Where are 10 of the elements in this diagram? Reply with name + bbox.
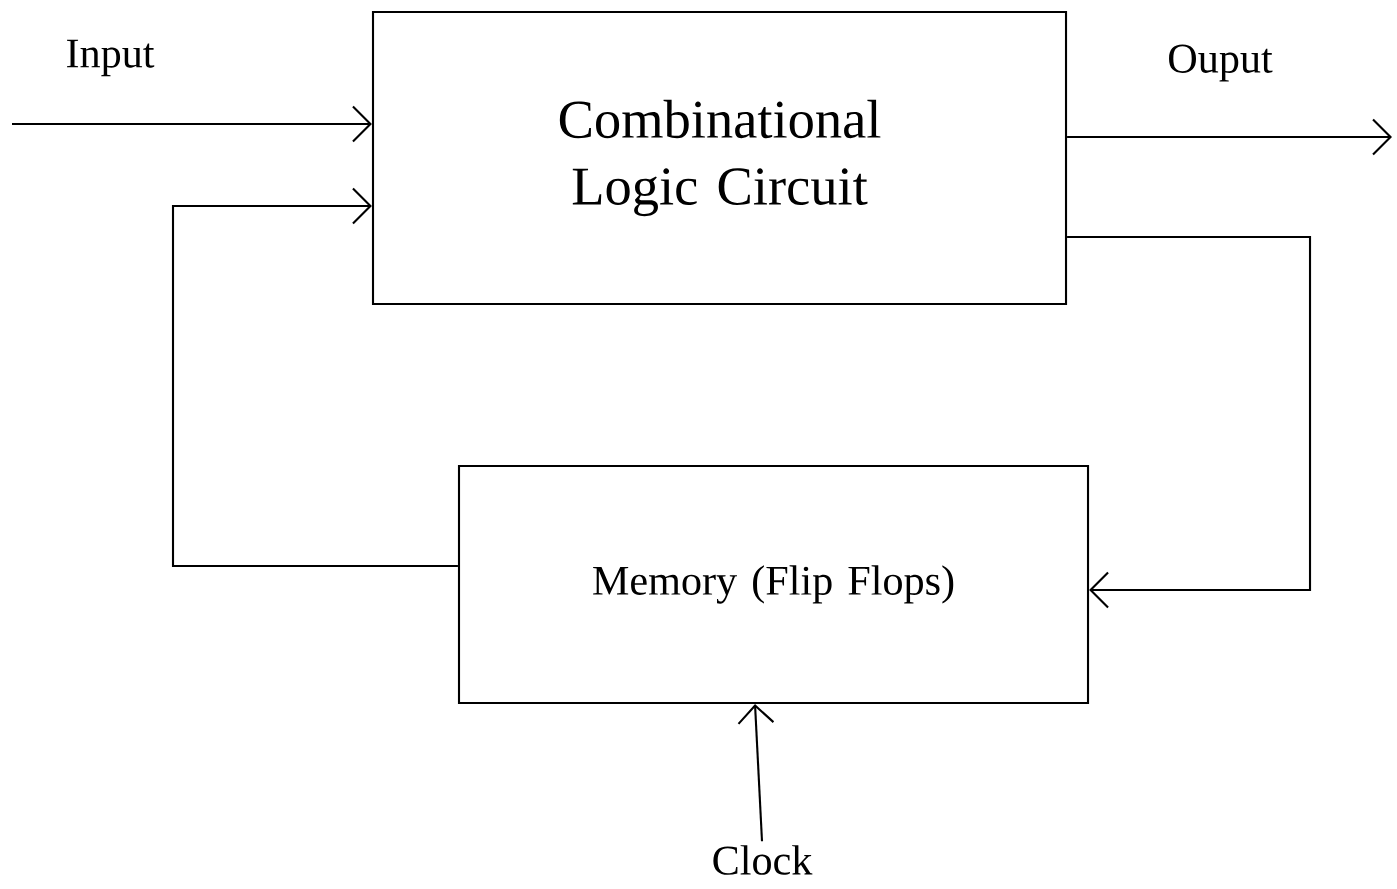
edge-label: Ouput: [1163, 41, 1277, 85]
arrow: [1067, 235, 1312, 609]
arrow: [12, 105, 372, 143]
logic-box: Combinational Logic Circuit: [371, 10, 1068, 306]
arrow: [737, 704, 775, 842]
arrow: [171, 187, 458, 568]
memory-box: Memory (Flip Flops): [457, 464, 1090, 705]
arrow: [1067, 118, 1392, 156]
input-label: Clock: [713, 845, 813, 875]
edge-label: Input: [61, 36, 159, 80]
